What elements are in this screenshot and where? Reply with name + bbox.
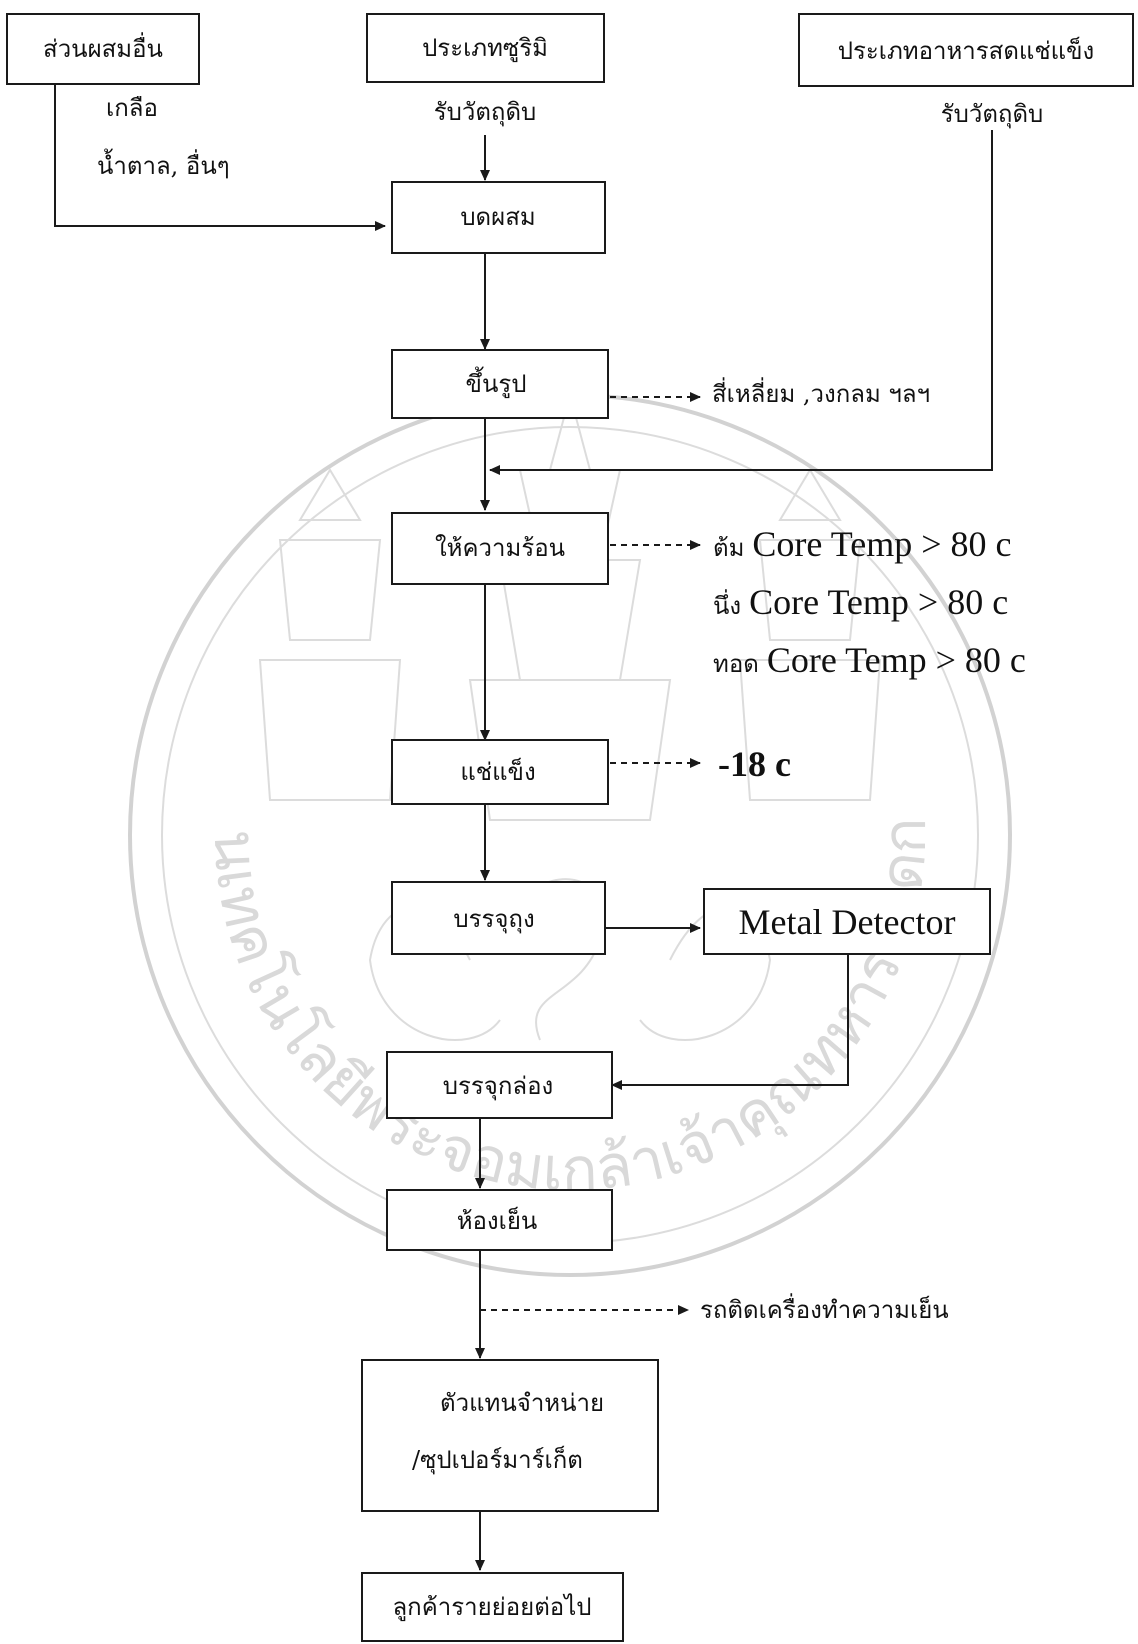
box-surimi: ประเภทซูริมิ — [367, 14, 604, 82]
box-metal-detector-label: Metal Detector — [739, 902, 956, 942]
surimi-receive-label: รับวัตถุดิบ — [434, 98, 537, 127]
box-bagging-label: บรรจุถุง — [453, 905, 534, 934]
box-retail-label: ลูกค้ารายย่อยต่อไป — [392, 1593, 591, 1622]
box-grind-mix-label: บดผสม — [460, 203, 535, 231]
box-freezing: แช่แข็ง — [392, 740, 608, 804]
freezing-temp-note: -18 c — [718, 744, 791, 784]
box-other-ingredients: ส่วนผสมอื่น — [7, 14, 199, 84]
fresh-frozen-receive-label: รับวัตถุดิบ — [941, 100, 1044, 129]
box-other-ingredients-label: ส่วนผสมอื่น — [43, 32, 163, 63]
box-retail: ลูกค้ารายย่อยต่อไป — [362, 1573, 623, 1641]
box-metal-detector: Metal Detector — [704, 889, 990, 954]
box-fresh-frozen: ประเภทอาหารสดแช่แข็ง — [799, 14, 1133, 86]
box-surimi-label: ประเภทซูริมิ — [422, 34, 548, 63]
box-distributor-line1: ตัวแทนจำหน่าย — [440, 1389, 604, 1417]
box-fresh-frozen-label: ประเภทอาหารสดแช่แข็ง — [838, 36, 1095, 65]
transport-note: รถติดเครื่องทำความเย็น — [700, 1293, 949, 1324]
box-heating-label: ให้ความร้อน — [435, 534, 565, 562]
box-cold-room-label: ห้องเย็น — [457, 1206, 538, 1235]
box-grind-mix: บดผสม — [392, 182, 605, 253]
box-boxing: บรรจุกล่อง — [387, 1052, 612, 1118]
box-boxing-label: บรรจุกล่อง — [443, 1072, 553, 1101]
ingredient-salt: เกลือ — [106, 94, 158, 122]
box-forming-label: ขึ้นรูป — [466, 366, 527, 399]
box-cold-room: ห้องเย็น — [387, 1190, 612, 1250]
forming-shapes-note: สี่เหลี่ยม ,วงกลม ฯลฯ — [712, 377, 930, 408]
box-freezing-label: แช่แข็ง — [460, 757, 535, 786]
box-distributor-line2: /ซุปเปอร์มาร์เก็ต — [412, 1445, 583, 1475]
box-distributor: ตัวแทนจำหน่าย /ซุปเปอร์มาร์เก็ต — [362, 1360, 658, 1511]
ingredient-sugar-etc: น้ำตาล, อื่นๆ — [97, 148, 230, 180]
box-heating: ให้ความร้อน — [392, 513, 608, 584]
box-bagging: บรรจุถุง — [392, 882, 605, 954]
box-forming: ขึ้นรูป — [392, 350, 608, 418]
